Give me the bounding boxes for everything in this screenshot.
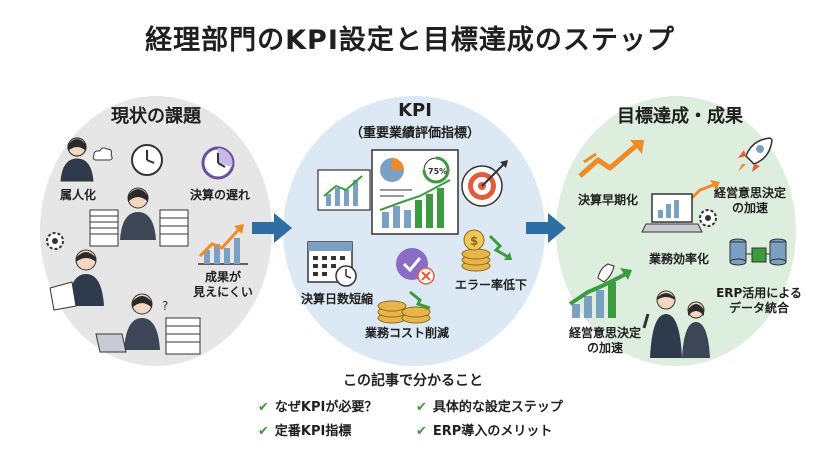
label-keiei-ishi-2: 経営意思決定 の加速 <box>568 326 641 355</box>
cloud-icon <box>92 147 113 161</box>
summary-item-label: ERP導入のメリット <box>432 424 553 439</box>
laptop-chart-icon <box>641 180 720 233</box>
label-gyomu-cost: 業務コスト削減 <box>364 326 449 340</box>
arrow-right-icon <box>526 213 566 243</box>
rocket-icon <box>738 137 773 172</box>
arrow-right-icon <box>252 213 292 243</box>
label-zokujinka: 属人化 <box>59 188 96 202</box>
summary-heading: この記事で分かること <box>343 373 483 389</box>
current-issues-heading: 現状の課題 <box>111 106 201 127</box>
clock-delay-icon <box>201 146 235 180</box>
label-kessan-soki: 決算早期化 <box>577 193 638 207</box>
check-icon: ✔ <box>416 400 427 415</box>
check-icon: ✔ <box>258 424 269 439</box>
person-icon <box>60 137 94 182</box>
check-icon: ✔ <box>416 424 427 439</box>
rocket-chart-icon <box>568 263 632 318</box>
clock-icon <box>131 144 163 176</box>
gear-icon <box>46 232 64 250</box>
label-kessan-nissu: 決算日数短縮 <box>300 292 373 306</box>
stressed-worker-icon <box>89 187 189 247</box>
check-icon: ✔ <box>258 400 269 415</box>
kpi-heading: KPI <box>398 100 432 121</box>
database-icon <box>729 238 787 266</box>
reading-worker-icon <box>49 249 104 311</box>
summary-item: ✔ ERP導入のメリット <box>416 420 552 439</box>
laptop-worker-icon: ? <box>95 293 201 355</box>
label-kessan-okure: 決算の遅れ <box>189 188 250 202</box>
label-gyomu-koritsu: 業務効率化 <box>648 252 709 266</box>
dashboard-icon: 75% <box>371 149 459 235</box>
coins-down-icon: $ <box>461 229 512 272</box>
summary-item: ✔ なぜKPIが必要？ <box>258 396 377 415</box>
check-badge-icon <box>396 248 435 285</box>
summary-item-label: 具体的な設定ステップ <box>432 400 563 415</box>
goal-heading: 目標達成・成果 <box>617 106 743 127</box>
label-seika-mienikui: 成果が 見えにくい <box>193 270 253 299</box>
summary-item: ✔ 定番KPI指標 <box>258 420 351 439</box>
summary-item-label: なぜKPIが必要？ <box>274 400 378 415</box>
target-icon <box>461 160 508 207</box>
svg-text:?: ? <box>162 299 168 313</box>
pie-percent-label: 75% <box>428 167 447 176</box>
label-error-ritsu: エラー率低下 <box>454 278 527 292</box>
growth-chart-icon <box>198 224 248 265</box>
calendar-icon <box>307 241 357 287</box>
label-erp-data: ERP活用による データ統合 <box>716 286 802 315</box>
kpi-subheading: （重要業績評価指標） <box>349 126 480 141</box>
label-keiei-ishi-1: 経営意思決定 の加速 <box>713 186 786 215</box>
summary-item: ✔ 具体的な設定ステップ <box>416 396 563 415</box>
svg-text:$: $ <box>470 234 478 248</box>
page-title: 経理部門のKPI設定と目標達成のステップ <box>145 25 675 56</box>
summary-item-label: 定番KPI指標 <box>274 424 352 439</box>
coin-stack-icon <box>377 290 431 324</box>
business-people-icon <box>642 290 710 358</box>
growth-arrow-icon <box>578 140 644 178</box>
line-chart-icon <box>317 169 371 211</box>
